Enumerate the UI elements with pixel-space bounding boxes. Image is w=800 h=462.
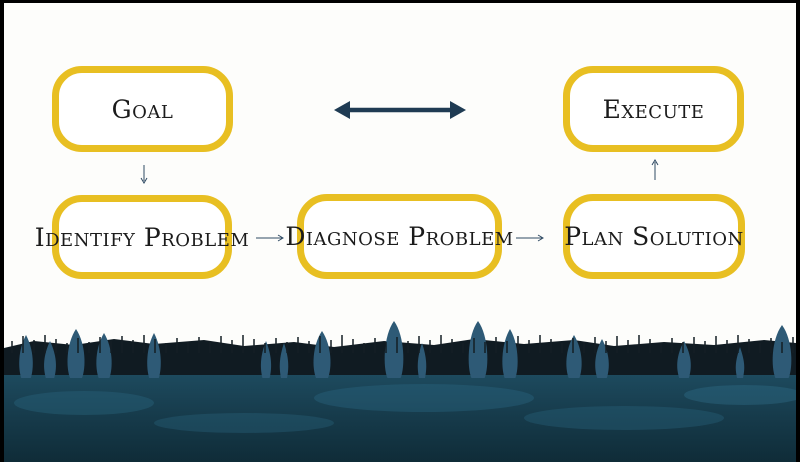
- slide: Goal Execute Identify Problem Diagnose P…: [4, 3, 796, 462]
- cypress-tree: [313, 331, 331, 378]
- cypress-tree: [384, 321, 404, 378]
- node-diagnose-problem: Diagnose Problem: [285, 194, 513, 279]
- cypress-tree: [44, 341, 56, 378]
- cypress-tree: [677, 341, 691, 378]
- cypress-tree: [566, 335, 582, 378]
- arrow-down-icon: [140, 165, 148, 184]
- cypress-tree: [417, 343, 427, 378]
- fence-posts: [11, 335, 794, 353]
- ground: [4, 375, 796, 462]
- cypress-tree: [279, 343, 289, 378]
- cypress-tree: [19, 335, 33, 378]
- arrow-up-icon: [651, 159, 659, 180]
- cypress-tree: [735, 347, 745, 378]
- node-identify-problem: Identify Problem: [35, 195, 249, 279]
- double-arrow-icon: [334, 101, 466, 119]
- node-goal: Goal: [52, 66, 233, 152]
- cypress-tree: [260, 341, 272, 378]
- cypress-tree: [502, 329, 518, 378]
- node-plan-solution: Plan Solution: [563, 194, 745, 279]
- arrow-right-icon: [516, 234, 544, 242]
- cypress-tree: [147, 333, 161, 378]
- arrow-right-icon: [256, 234, 284, 242]
- cypress-tree: [67, 329, 85, 378]
- landscape-illustration: [4, 321, 796, 462]
- cypress-tree: [468, 321, 488, 378]
- node-execute: Execute: [563, 66, 744, 152]
